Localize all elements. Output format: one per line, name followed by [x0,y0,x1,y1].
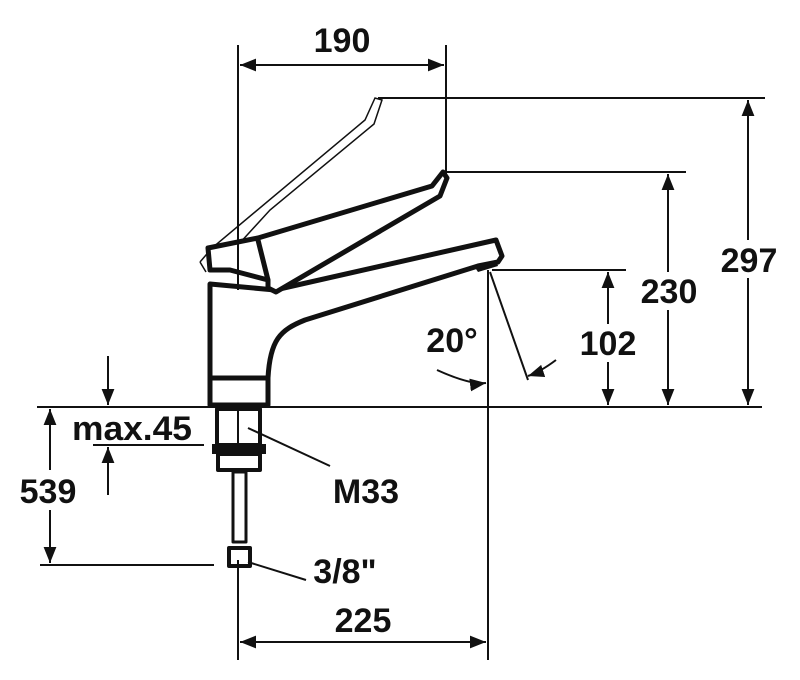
label-230: 230 [641,273,698,311]
dimension-190: 190 [237,22,447,290]
dimension-297: 297 [378,97,782,405]
dimension-102: 102 [492,269,642,405]
label-20-deg: 20° [426,322,477,360]
dimension-539: 539 [14,409,214,566]
lever [205,169,450,295]
label-190: 190 [314,22,371,60]
label-102: 102 [580,325,637,363]
label-m33: M33 [333,473,399,511]
aerator [474,260,498,272]
callout-m33: M33 [247,427,399,511]
callout-3-8: 3/8" [247,553,377,591]
faucet-body [207,237,505,408]
dimension-225: 225 [237,560,486,660]
dimension-20-deg: 20° [426,270,557,660]
label-225: 225 [335,602,392,640]
label-3-8: 3/8" [313,553,376,591]
label-max-45: max.45 [72,410,192,448]
label-539: 539 [20,473,77,511]
mounting-shank [212,407,266,568]
lever-joint [255,239,271,281]
dimension-230: 230 [446,171,702,405]
dimension-max-45: max.45 [72,356,204,495]
label-297: 297 [721,242,778,280]
